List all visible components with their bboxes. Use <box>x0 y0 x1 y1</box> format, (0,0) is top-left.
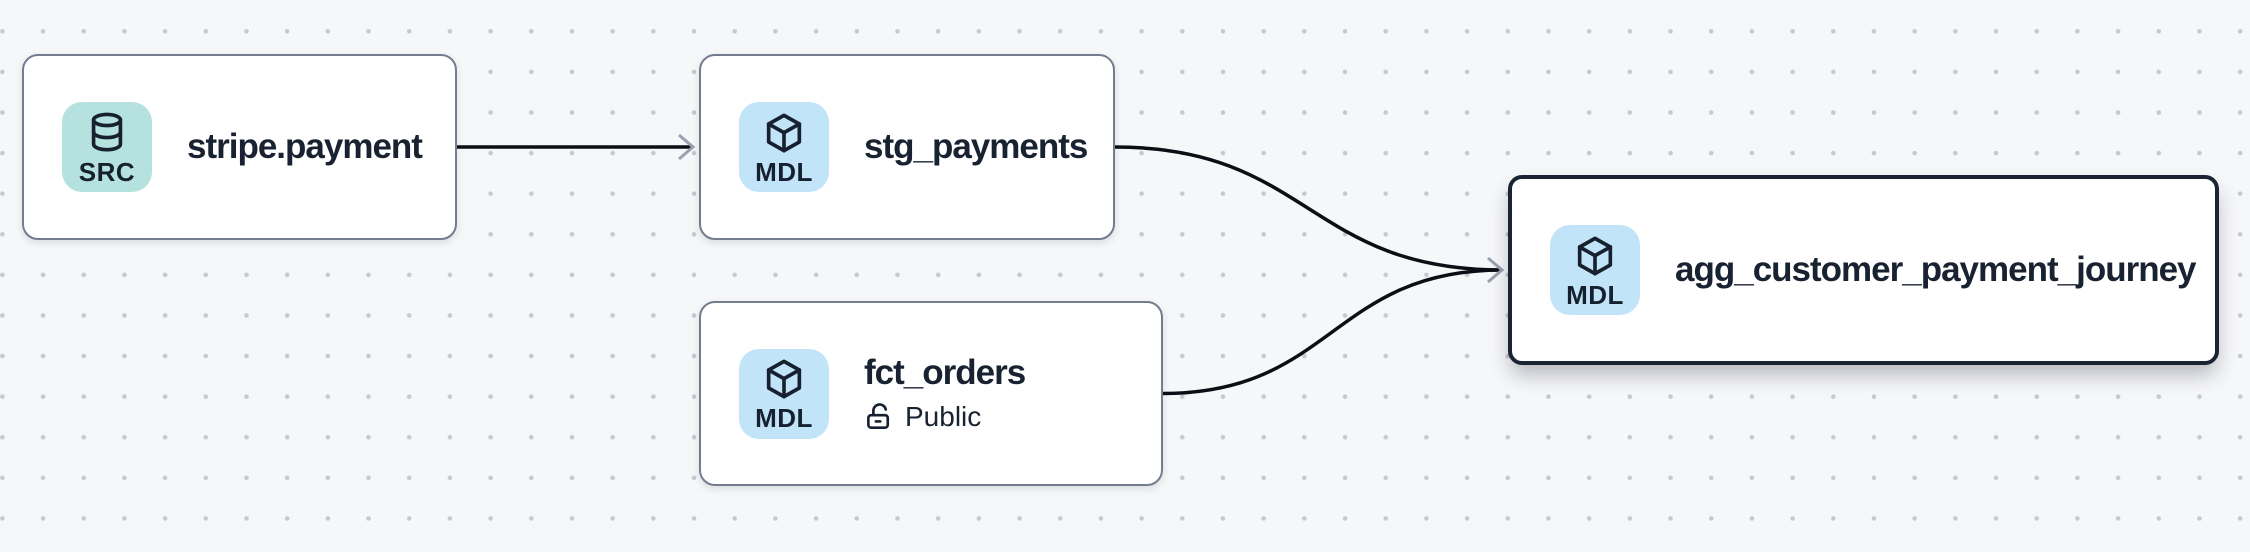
node-text: stg_payments <box>864 125 1088 169</box>
arrowhead-icon <box>1487 256 1505 284</box>
unlock-icon <box>867 403 890 429</box>
node-agg-customer-payment-journey[interactable]: MDL agg_customer_payment_journey <box>1508 175 2219 365</box>
cube-icon <box>1577 236 1613 275</box>
node-text: agg_customer_payment_journey <box>1675 248 2197 292</box>
node-type-label: SRC <box>78 156 136 187</box>
node-access-meta: Public <box>864 398 1025 436</box>
node-type-label: MDL <box>755 156 813 187</box>
database-icon <box>91 112 123 151</box>
node-stripe-payment[interactable]: SRC stripe.payment <box>22 54 457 240</box>
node-type-badge: MDL <box>1550 225 1640 315</box>
edge-fct-orders-to-agg-customer-payment-journey <box>1162 268 1503 396</box>
node-text: fct_orders Public <box>864 351 1026 436</box>
node-title: fct_orders <box>864 353 1026 392</box>
node-access-label: Public <box>905 401 982 432</box>
node-type-badge: MDL <box>739 348 829 439</box>
node-stg-payments[interactable]: MDL stg_payments <box>699 54 1115 240</box>
node-title: agg_customer_payment_journey <box>1675 250 2197 289</box>
arrowhead-icon <box>678 133 696 161</box>
edge-stg-payments-to-agg-customer-payment-journey <box>1114 145 1503 272</box>
cube-icon <box>766 359 802 399</box>
node-title: stg_payments <box>864 127 1088 166</box>
node-type-label: MDL <box>755 403 813 433</box>
node-type-badge: MDL <box>739 102 829 192</box>
node-title: stripe.payment <box>187 127 423 166</box>
node-type-badge: SRC <box>62 102 152 192</box>
node-text: stripe.payment <box>187 125 423 169</box>
cube-icon <box>766 113 802 152</box>
node-fct-orders[interactable]: MDL fct_orders Public <box>699 301 1163 486</box>
node-type-label: MDL <box>1566 279 1624 310</box>
